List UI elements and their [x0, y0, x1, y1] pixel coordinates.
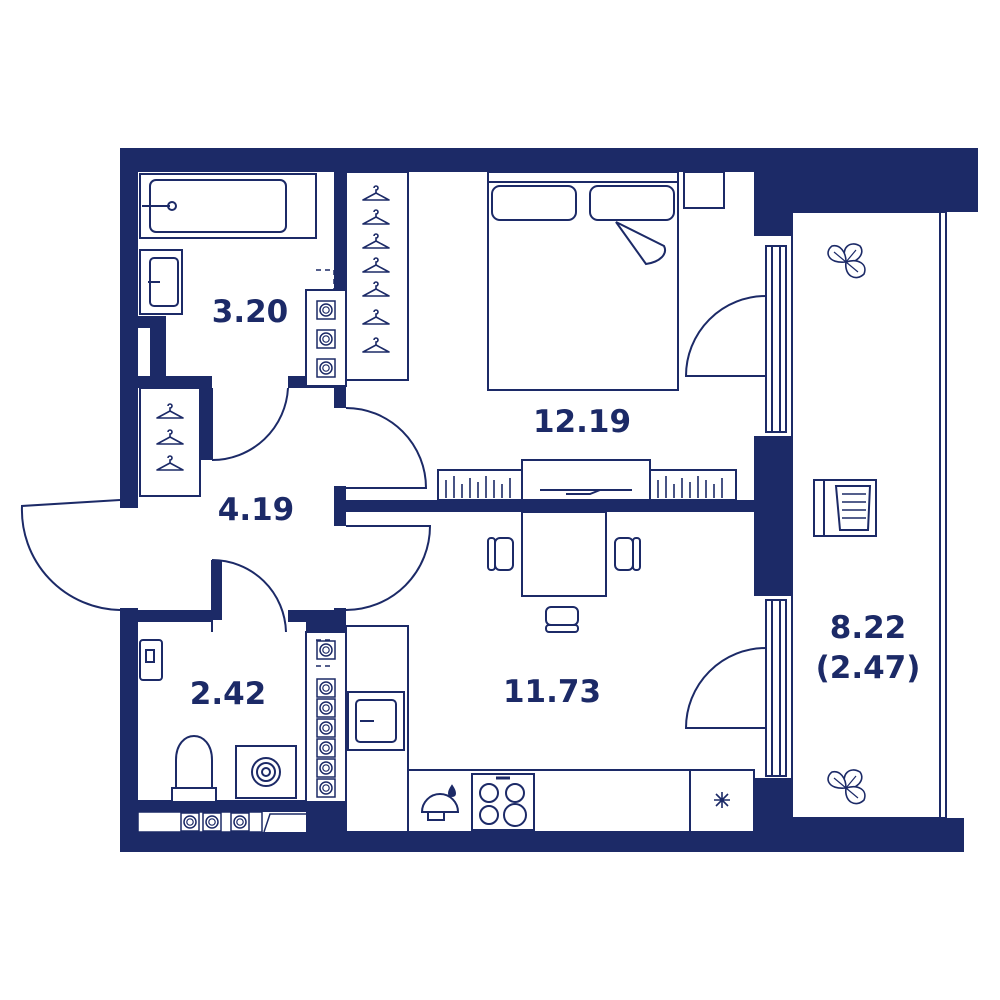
book-shelf-icon [437, 459, 737, 501]
wardrobe [345, 171, 409, 381]
bathtub-icon [139, 173, 317, 239]
meter-icon [137, 811, 306, 833]
bedroom-area: 12.19 [533, 404, 631, 440]
water-heater-icon [420, 784, 460, 821]
meter-icon [316, 300, 336, 378]
stove-icon [471, 773, 535, 831]
water-heater-icon [139, 639, 163, 681]
bathroom-area: 3.20 [212, 294, 289, 330]
kitchen-area: 11.73 [503, 674, 601, 710]
toilet-icon [171, 735, 217, 803]
door-swing-icon [20, 295, 767, 729]
pillow-icon [491, 185, 577, 221]
nightstand [683, 171, 725, 209]
pipe [316, 639, 334, 667]
pillow-icon [589, 185, 675, 221]
sink-icon [347, 691, 405, 751]
bed-icon [487, 171, 679, 391]
water-heater-icon [316, 269, 335, 290]
washing-machine-icon [235, 745, 297, 799]
balcony-area: 8.22 [830, 610, 907, 646]
wardrobe [139, 387, 201, 497]
table-icon [521, 511, 607, 597]
balcony-area-reduced: (2.47) [816, 650, 921, 686]
toilet-area: 2.42 [190, 676, 267, 712]
lounger-icon [813, 479, 877, 537]
sink-icon [139, 249, 183, 315]
freezer-icon [689, 769, 755, 833]
hallway-area: 4.19 [218, 492, 295, 528]
